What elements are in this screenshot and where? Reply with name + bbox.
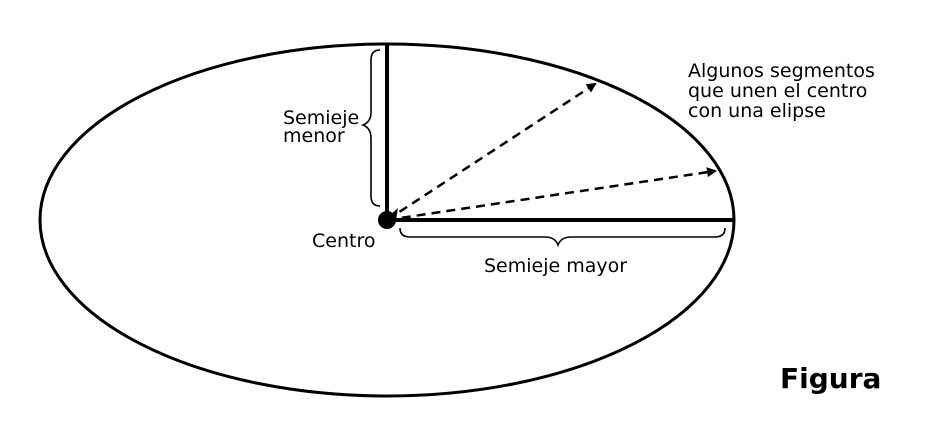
major-semi-axis-label: Semieje mayor xyxy=(484,255,627,277)
minor-semi-axis-label-line2: menor xyxy=(283,125,345,147)
figure-title: Figura xyxy=(780,362,881,395)
dashed-segment-lower xyxy=(386,167,717,222)
segments-note-line3: con una elipse xyxy=(688,100,826,122)
center-label: Centro xyxy=(312,230,375,252)
minor-axis-brace xyxy=(360,49,381,207)
major-axis-brace xyxy=(399,227,726,248)
segments-note-line2: que unen el centro xyxy=(688,80,867,102)
segments-note-line1: Algunos segmentos xyxy=(688,60,875,82)
center-point xyxy=(378,211,396,229)
minor-semi-axis-label-line1: Semieje xyxy=(283,107,359,129)
dashed-segment-upper xyxy=(386,82,597,222)
